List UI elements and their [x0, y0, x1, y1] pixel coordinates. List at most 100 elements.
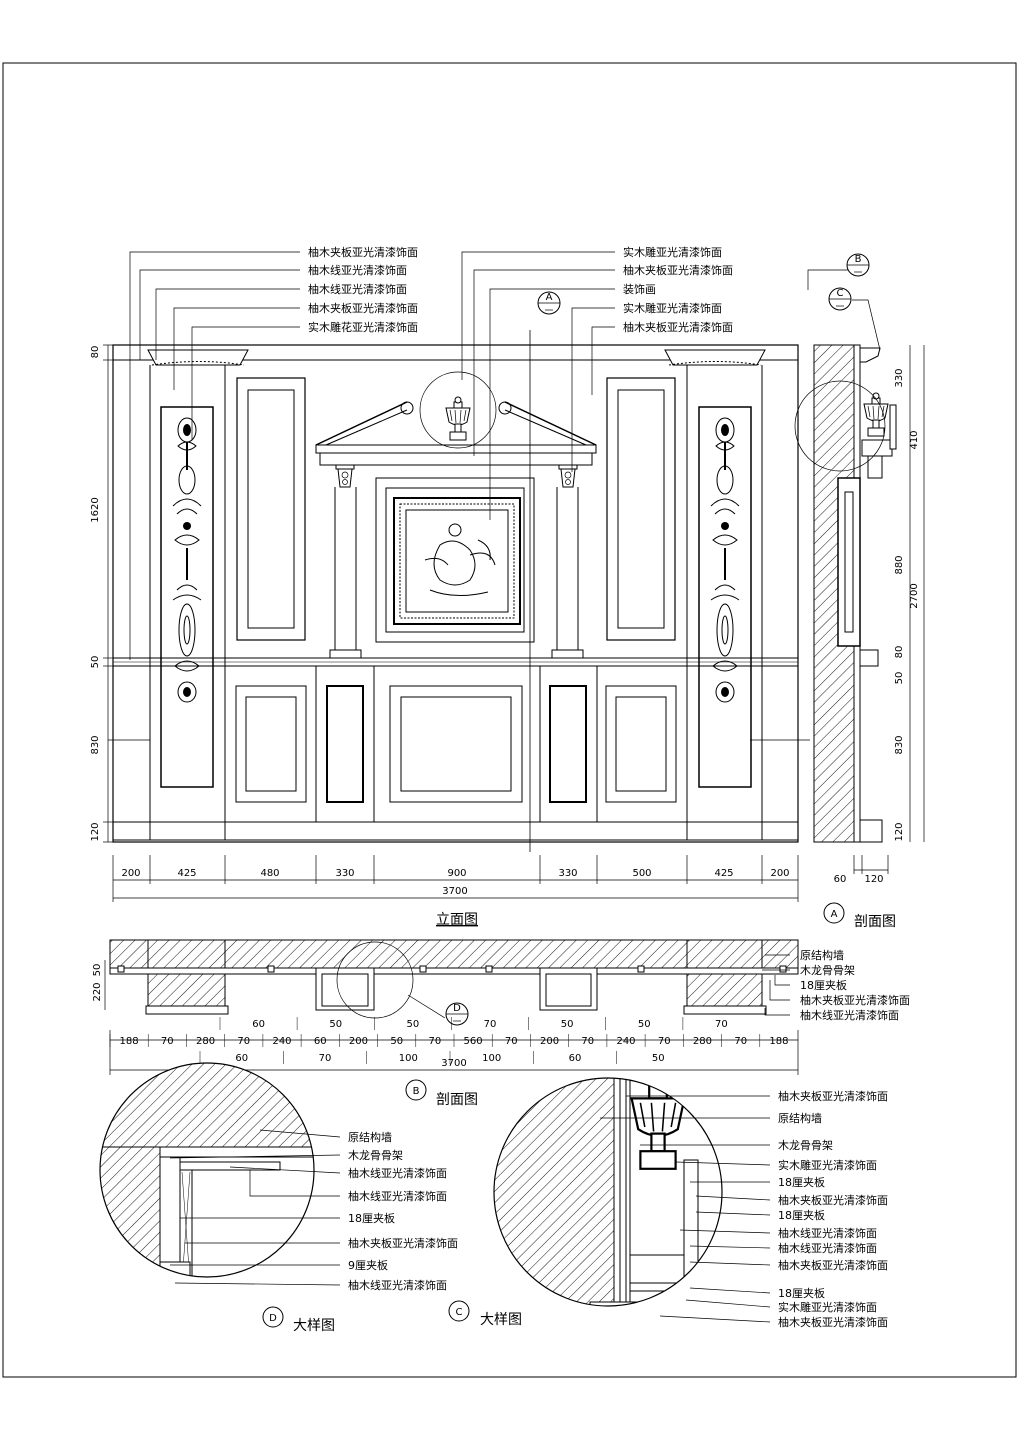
label-right-5: 柚木夹板亚光清漆饰面 [623, 320, 733, 334]
plan-dim-value: 280 [693, 1036, 712, 1047]
section-a-view [794, 269, 925, 874]
detail-d-label-5: 18厘夹板 [348, 1211, 395, 1225]
hdim-3: 480 [260, 868, 279, 879]
vdim-5: 120 [90, 822, 101, 841]
detail-d-label-4: 柚木线亚光清漆饰面 [348, 1189, 447, 1203]
plan-dim-value: 280 [196, 1036, 215, 1047]
plan-total: 3700 [441, 1058, 466, 1069]
plan-label-4: 柚木夹板亚光清漆饰面 [800, 993, 910, 1007]
plan-dim-value: 50 [329, 1019, 342, 1030]
plan-dim-value: 100 [482, 1053, 501, 1064]
hdim-7: 500 [632, 868, 651, 879]
vdim-1: 80 [90, 346, 101, 359]
plan-dim-value: 100 [399, 1053, 418, 1064]
hdim-6: 330 [558, 868, 577, 879]
hdim-4: 330 [335, 868, 354, 879]
plan-vdim-1: 50 [92, 964, 103, 977]
detail-d-label-6: 柚木夹板亚光清漆饰面 [348, 1236, 458, 1250]
plan-dim-value: 50 [561, 1019, 574, 1030]
plan-detail-marker: D [453, 1003, 461, 1014]
sec-vdim-3: 880 [894, 555, 905, 574]
section-marker-icon: D [262, 1306, 284, 1328]
urn-icon [445, 396, 471, 441]
elevation-title: 立面图 [436, 912, 478, 928]
sec-vdim-6: 830 [894, 735, 905, 754]
plan-label-3: 18厘夹板 [800, 978, 847, 992]
detail-c-label-9: 柚木线亚光清漆饰面 [778, 1241, 877, 1255]
plan-dim-value: 200 [540, 1036, 559, 1047]
detail-c-label-10: 柚木夹板亚光清漆饰面 [778, 1258, 888, 1272]
detail-d-label-8: 柚木线亚光清漆饰面 [348, 1278, 447, 1292]
plan-dim-value: 70 [505, 1036, 518, 1047]
plan-dim-value: 70 [581, 1036, 594, 1047]
hdim-2: 425 [177, 868, 196, 879]
label-right-1: 实木雕亚光清漆饰面 [623, 245, 722, 259]
detail-d-label-1: 原结构墙 [348, 1130, 392, 1144]
plan-dim-row-lower: 60 70 100 100 60 50 [199, 1051, 665, 1064]
elevation-view [103, 251, 810, 902]
plan-dim-value: 70 [715, 1019, 728, 1030]
plan-dim-value: 50 [638, 1019, 651, 1030]
detail-c-label-13: 柚木夹板亚光清漆饰面 [778, 1315, 888, 1329]
hdim-1: 200 [121, 868, 140, 879]
detail-d-title: 大样图 [293, 1318, 335, 1334]
label-right-3: 装饰画 [623, 282, 656, 296]
section-marker-icon: A [823, 902, 845, 924]
sec-hdim-1: 60 [834, 874, 847, 885]
section-marker-icon: D [445, 1002, 469, 1026]
sec-total: 2700 [909, 583, 920, 608]
plan-dim-value: 50 [390, 1036, 403, 1047]
plan-vdim-2: 220 [92, 982, 103, 1001]
plan-label-5: 柚木线亚光清漆饰面 [800, 1008, 899, 1022]
plan-dim-value: 60 [235, 1053, 248, 1064]
hdim-total: 3700 [442, 886, 467, 897]
plan-label-2: 木龙骨骨架 [800, 964, 855, 977]
hdim-5: 900 [447, 868, 466, 879]
detail-c-label-3: 木龙骨骨架 [778, 1139, 833, 1152]
marker-b-label: B [855, 254, 862, 265]
ornament-icon [710, 417, 740, 703]
section-a-marker: A [831, 909, 838, 920]
detail-d-label-2: 木龙骨骨架 [348, 1149, 403, 1162]
hdim-8: 425 [714, 868, 733, 879]
plan-dim-value: 240 [616, 1036, 635, 1047]
plan-dim-value: 70 [161, 1036, 174, 1047]
label-left-3: 柚木线亚光清漆饰面 [308, 282, 407, 296]
plan-dim-value: 60 [314, 1036, 327, 1047]
sec-vdim-5: 50 [894, 672, 905, 685]
plan-dim-value: 70 [319, 1053, 332, 1064]
plan-dim-value: 70 [429, 1036, 442, 1047]
detail-c-label-11: 18厘夹板 [778, 1286, 825, 1300]
detail-c-label-4: 实木雕亚光清漆饰面 [778, 1158, 877, 1172]
detail-c-label-1: 柚木夹板亚光清漆饰面 [778, 1089, 888, 1103]
label-right-2: 柚木夹板亚光清漆饰面 [623, 263, 733, 277]
plan-dim-value: 188 [120, 1036, 139, 1047]
plan-dim-value: 188 [769, 1036, 788, 1047]
detail-c-label-12: 实木雕亚光清漆饰面 [778, 1300, 877, 1314]
sec-vdim-7: 120 [894, 822, 905, 841]
label-left-1: 柚木夹板亚光清漆饰面 [308, 245, 418, 259]
plan-dim-value: 50 [652, 1053, 665, 1064]
plan-b-title: 剖面图 [436, 1092, 478, 1108]
plan-dim-value: 70 [734, 1036, 747, 1047]
plan-dim-value: 560 [464, 1036, 483, 1047]
plan-dim-value: 60 [569, 1053, 582, 1064]
section-marker-icon: C [448, 1300, 470, 1322]
sec-vdim-2: 410 [909, 430, 920, 449]
sec-vdim-4: 80 [894, 646, 905, 659]
label-right-4: 实木雕亚光清漆饰面 [623, 301, 722, 315]
detail-c-label-2: 原结构墙 [778, 1111, 822, 1125]
section-marker-icon: B [405, 1079, 427, 1101]
detail-c-label-5: 18厘夹板 [778, 1175, 825, 1189]
detail-c-view [493, 1077, 771, 1323]
sheet-border [2, 62, 1017, 1378]
detail-c-label-7: 18厘夹板 [778, 1208, 825, 1222]
label-left-4: 柚木夹板亚光清漆饰面 [308, 301, 418, 315]
sec-hdim-2: 120 [864, 874, 883, 885]
detail-d-marker: D [269, 1313, 277, 1324]
plan-dim-value: 50 [407, 1019, 420, 1030]
corbel-icon [558, 464, 578, 488]
corbel-icon [335, 464, 355, 488]
